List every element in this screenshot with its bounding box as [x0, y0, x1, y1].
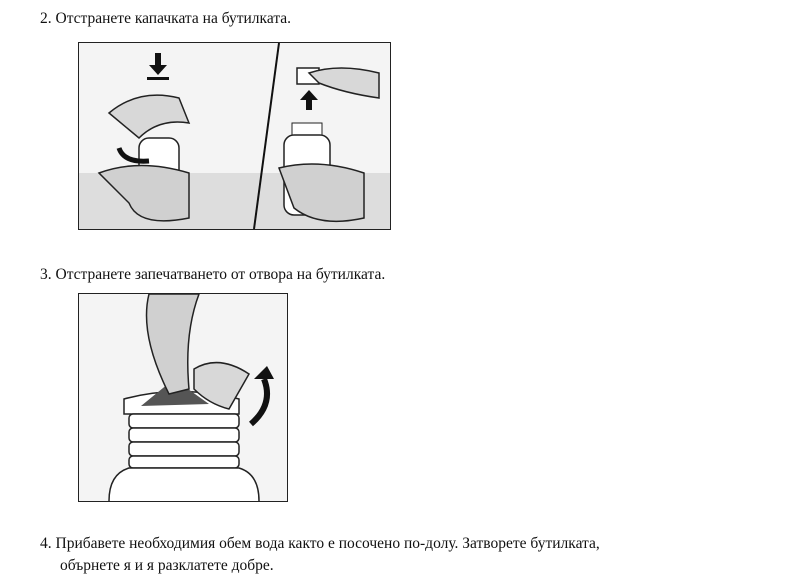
step-number: 4.: [40, 535, 52, 552]
step-3-text: 3. Отстранете запечатването от отвора на…: [40, 265, 385, 285]
rotate-arrow-icon: [248, 377, 270, 427]
step-text: Прибавете необходимия обем вода както е …: [55, 535, 600, 552]
step-2-text: 2. Отстранете капачката на бутилката.: [40, 9, 291, 29]
step-number: 2.: [40, 10, 52, 27]
arrow-down-icon: [147, 53, 169, 80]
step-4-text: 4. Прибавете необходимия обем вода както…: [40, 534, 600, 554]
remove-cap-illustration: [78, 42, 391, 230]
remove-seal-illustration: [78, 293, 288, 502]
arrow-up-icon: [300, 90, 318, 110]
step-4-text-continued: обърнете я и я разклатете добре.: [60, 557, 274, 574]
step-number: 3.: [40, 266, 52, 283]
step-text: Отстранете запечатването от отвора на бу…: [55, 266, 386, 283]
step-text: Отстранете капачката на бутилката.: [55, 10, 292, 27]
